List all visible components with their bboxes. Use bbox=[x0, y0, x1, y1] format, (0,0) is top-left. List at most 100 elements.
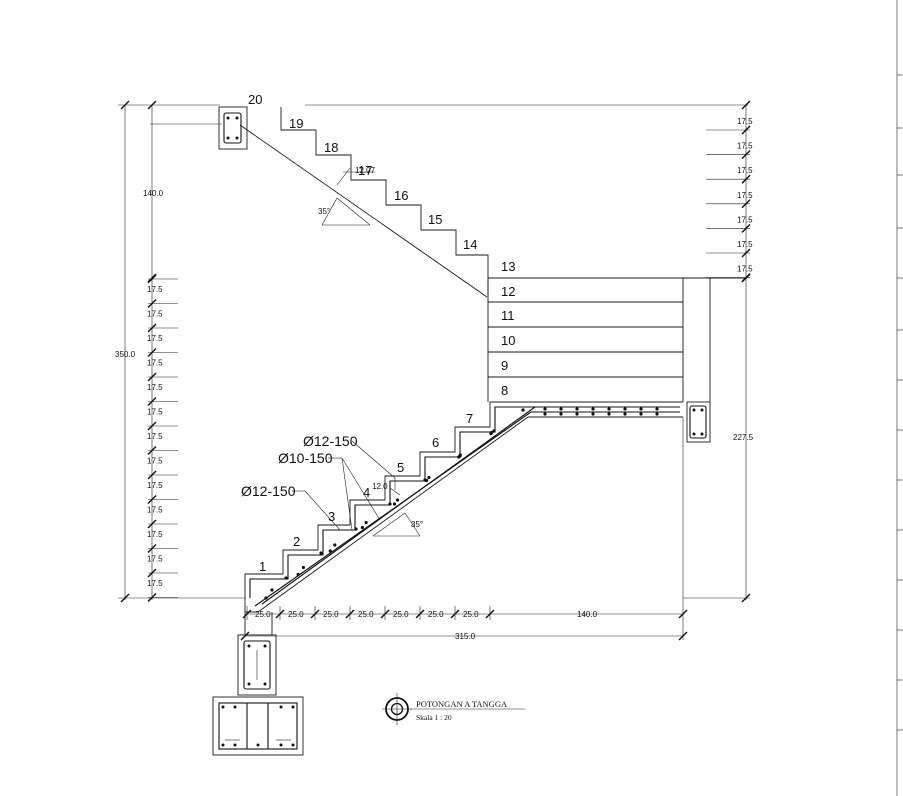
step-number: 6 bbox=[432, 435, 439, 450]
riser-dim-label: 17.5 bbox=[147, 285, 163, 294]
rebar-dot bbox=[591, 412, 595, 416]
dimension-tick bbox=[147, 446, 157, 455]
step-number: 1 bbox=[259, 559, 266, 574]
dimension-tick bbox=[147, 593, 157, 602]
riser-dim-label: 17.5 bbox=[737, 191, 753, 200]
riser-dim-label: 17.5 bbox=[147, 334, 163, 343]
riser-dim-label: 17.5 bbox=[147, 310, 163, 319]
dimension-tick bbox=[147, 421, 157, 431]
riser-dim-label: 17.5 bbox=[147, 383, 163, 392]
rebar-dot bbox=[392, 502, 397, 506]
step-number: 5 bbox=[397, 460, 404, 475]
riser-dim-label: 17.5 bbox=[147, 481, 163, 490]
upper-beam bbox=[218, 106, 248, 150]
lower-flight-profile bbox=[244, 401, 683, 613]
right-riser-dimensions: 17.517.517.517.517.517.517.5 bbox=[706, 117, 753, 283]
rebar-dot bbox=[395, 498, 400, 502]
step-number: 20 bbox=[248, 92, 262, 107]
dimension-tick bbox=[120, 593, 130, 603]
rebar-dot bbox=[607, 412, 611, 416]
rebar-dot bbox=[591, 407, 595, 411]
step-number: 13 bbox=[501, 259, 515, 274]
rebar-dot bbox=[360, 525, 364, 530]
step-number: 10 bbox=[501, 333, 515, 348]
dimension-tick bbox=[147, 372, 157, 382]
left-riser-dimensions: 17.5 17.5 17.5 17.5 17.5 17.5 17.5 17.5 17.5 17.5… bbox=[147, 274, 178, 602]
rebar-dot bbox=[575, 407, 579, 411]
step-number: 2 bbox=[293, 534, 300, 549]
rebar-dot bbox=[264, 596, 268, 600]
dim-landing: 140.0 bbox=[577, 610, 598, 619]
step-number: 9 bbox=[501, 358, 508, 373]
slab-thickness-lower: 12.0 bbox=[372, 482, 401, 496]
riser-dim-label: 17.5 bbox=[737, 166, 753, 175]
riser-dim-label: 17.5 bbox=[147, 359, 163, 368]
rebar-dot bbox=[492, 429, 496, 433]
step-number: 8 bbox=[501, 383, 508, 398]
riser-dim-label: 17.5 bbox=[147, 555, 163, 564]
dim-total-height: 350.0 bbox=[115, 350, 136, 359]
step-number: 7 bbox=[466, 411, 473, 426]
dim-total-run: 315.0 bbox=[455, 632, 476, 641]
step-numbers: 1 2 3 4 5 6 7 8 9 10 11 12 13 14 15 16 1… bbox=[248, 92, 515, 574]
drawing-scale: Skala 1 : 20 bbox=[416, 713, 452, 722]
riser-dim-label: 17.5 bbox=[147, 530, 163, 539]
rebar-dot bbox=[639, 407, 643, 411]
angle-lower-label: 35° bbox=[411, 520, 423, 529]
riser-dim-label: 17.5 bbox=[147, 457, 163, 466]
rebar-label-bot: Ø12-150 bbox=[241, 483, 296, 499]
tread-dim-label: 25.0 bbox=[255, 610, 271, 619]
rebar-dot bbox=[543, 407, 547, 411]
step-number: 14 bbox=[463, 237, 477, 252]
rebar-dot bbox=[319, 551, 323, 555]
rebar-dot bbox=[284, 576, 288, 580]
step-number: 17 bbox=[358, 163, 372, 178]
dimension-tick bbox=[147, 273, 157, 283]
slab-thickness-lower-label: 12.0 bbox=[372, 482, 388, 491]
step-number: 15 bbox=[428, 212, 442, 227]
angle-marker-lower: 35° bbox=[372, 512, 423, 537]
riser-dim-label: 17.5 bbox=[147, 432, 163, 441]
step-number: 11 bbox=[501, 308, 515, 323]
rebar-label-mid: Ø10-150 bbox=[278, 450, 333, 466]
riser-dim-label: 17.5 bbox=[737, 142, 753, 151]
rebar-dot bbox=[388, 502, 392, 506]
angle-marker-upper: 35° bbox=[318, 197, 371, 226]
tread-dim-label: 25.0 bbox=[358, 610, 374, 619]
riser-dim-label: 17.5 bbox=[737, 240, 753, 249]
step-number: 16 bbox=[394, 188, 408, 203]
rebar-labels: Ø12-150 Ø10-150 Ø12-150 bbox=[241, 433, 396, 531]
rebar-dot bbox=[655, 407, 659, 411]
dimension-tick bbox=[120, 100, 130, 110]
title-block-ticks bbox=[897, 74, 903, 731]
dimension-lines bbox=[118, 104, 750, 637]
rebar-dot bbox=[301, 565, 305, 570]
riser-dim-label: 17.5 bbox=[147, 506, 163, 515]
dimension-tick bbox=[678, 609, 688, 619]
dimension-tick bbox=[147, 470, 157, 480]
dimension-tick bbox=[741, 593, 751, 603]
dimension-tick bbox=[147, 274, 157, 284]
dimension-tick bbox=[147, 519, 157, 529]
drawing-title: POTONGAN A TANGGA bbox=[416, 699, 508, 709]
dimension-tick bbox=[741, 150, 751, 160]
dimension-tick bbox=[147, 397, 157, 406]
tread-dim-label: 25.0 bbox=[463, 610, 479, 619]
dimension-ticks bbox=[120, 100, 751, 641]
slab-thickness-upper-label: 12.07 bbox=[355, 166, 376, 175]
dimension-tick bbox=[741, 174, 751, 184]
rebar-dot bbox=[623, 412, 627, 416]
step-number: 12 bbox=[501, 284, 515, 299]
rebar-dots bbox=[264, 407, 659, 600]
dimension-tick bbox=[147, 544, 157, 553]
tread-dim-label: 25.0 bbox=[393, 610, 409, 619]
rebar-dot bbox=[427, 475, 431, 480]
riser-dim-label: 17.5 bbox=[737, 215, 753, 224]
rebar-dot bbox=[423, 478, 427, 482]
rebar-dot bbox=[655, 412, 659, 416]
upper-flight-profile bbox=[239, 107, 746, 640]
riser-dim-label: 17.5 bbox=[737, 265, 753, 274]
riser-dim-label: 17.5 bbox=[147, 579, 163, 588]
dimension-tick bbox=[147, 495, 157, 504]
dimension-tick bbox=[147, 299, 157, 308]
